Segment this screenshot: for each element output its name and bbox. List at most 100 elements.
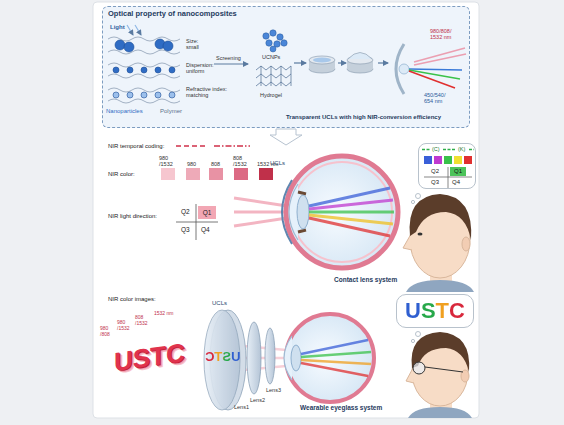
- quadrant-label: Q1: [454, 168, 462, 175]
- lens-molds: [309, 56, 335, 64]
- lens-stack: [265, 328, 275, 384]
- nir-input-rays: [234, 211, 284, 214]
- panel-heading: Optical property of nanocomposites: [108, 10, 237, 18]
- image-text: USTC: [405, 299, 465, 323]
- screening-arrow: [378, 62, 388, 63]
- ucnp-cluster: [270, 46, 276, 52]
- thought-dots: [411, 339, 414, 342]
- wavelength-label: 980 /1532: [159, 155, 177, 167]
- card: [102, 6, 470, 128]
- hydrogel-mesh: [261, 66, 291, 86]
- label-text: UCNPs: [262, 54, 280, 60]
- head-profile: [406, 280, 474, 292]
- color-square: [434, 156, 442, 164]
- quadrant-axes: [176, 222, 218, 223]
- part-label: UCLs: [212, 300, 227, 307]
- eyeball: [286, 314, 374, 402]
- quadrant-axis: [448, 167, 449, 188]
- label-text: Hydrogel: [260, 92, 282, 98]
- eyeball: [282, 156, 398, 268]
- lens-stack: [204, 310, 286, 410]
- quadrant-box: Q1: [450, 167, 466, 176]
- quadrant-label: Q4: [452, 179, 460, 186]
- light-rays: [135, 25, 141, 35]
- lens-molds: [313, 58, 331, 63]
- nanoparticles: [141, 67, 147, 73]
- code-label: (C): [432, 146, 440, 152]
- temporal-code: [214, 145, 250, 147]
- eyeball: [284, 314, 374, 402]
- nir-color-swatches: [161, 168, 273, 180]
- code-dash: [469, 149, 474, 150]
- quadrant-box: Q1: [198, 206, 216, 219]
- nir-color-swatches: [186, 168, 200, 180]
- nir-color-swatches: [161, 168, 175, 180]
- contact-lens-output: [399, 64, 409, 74]
- quadrant-label: Q3: [431, 179, 439, 186]
- polymer-chains: [108, 74, 180, 78]
- thought-bubble: USTC: [396, 294, 474, 328]
- nanoparticles: [169, 92, 175, 98]
- section-label: NIR color:: [108, 171, 135, 178]
- nir-input-rays: [234, 198, 287, 206]
- ucnp-cluster: [263, 33, 269, 39]
- section-label: NIR light direction:: [108, 213, 157, 220]
- eyeball: [301, 352, 371, 357]
- eyeball: [282, 180, 292, 244]
- label-text: Size: small: [186, 38, 208, 50]
- quadrant-label: Q4: [201, 226, 210, 233]
- panel-caption: Transparent UCLs with high NIR-conversio…: [286, 114, 441, 121]
- lens-molds: [309, 53, 373, 74]
- thought-dots: [416, 194, 421, 199]
- head-profile: [462, 237, 470, 251]
- part-label: UCLs: [270, 160, 285, 167]
- light-rays: [127, 25, 141, 35]
- temporal-code: [176, 145, 250, 147]
- head-profile: [418, 233, 423, 236]
- eyeball: [301, 340, 371, 376]
- nanoparticles: [113, 39, 175, 98]
- head-profile: [413, 362, 425, 374]
- head-profile: [403, 234, 412, 250]
- contact-lens-output: [396, 44, 466, 94]
- polymer-chains: [108, 37, 180, 103]
- head-profile: [406, 332, 472, 418]
- code-label: (K): [458, 146, 465, 152]
- eyeball: [309, 211, 394, 214]
- nir-input-rays: [234, 198, 287, 226]
- part-label: Lens1: [234, 404, 249, 410]
- contact-lens-output: [409, 69, 462, 70]
- head-profile: [425, 367, 463, 372]
- eyeball: [309, 188, 394, 236]
- wavelength-label: 450/540/ 654 nm: [424, 92, 450, 104]
- nir-color-swatches: [209, 168, 223, 180]
- color-square: [424, 156, 432, 164]
- system-caption: Wearable eyeglass system: [300, 404, 382, 411]
- wavelength-label: 1532 nm: [154, 311, 173, 317]
- ucnp-cluster: [263, 30, 287, 52]
- contact-lens-output: [409, 71, 455, 88]
- label-text: Dispersion: uniform: [186, 62, 220, 74]
- polymer-chains: [108, 88, 180, 92]
- code-dash: [422, 149, 430, 150]
- part-label: Lens2: [250, 397, 265, 403]
- wavelength-label: 980/808/ 1532 nm: [430, 28, 456, 40]
- nanoparticles: [127, 67, 133, 73]
- ucnp-cluster: [281, 40, 287, 46]
- nir-color-swatches: [234, 168, 248, 180]
- head-profile: [408, 407, 472, 418]
- light-label: Light: [110, 24, 125, 31]
- image-text: USTC: [205, 350, 240, 364]
- nanoparticles: [155, 92, 161, 98]
- hydrogel-mesh: [256, 66, 291, 86]
- card: [93, 2, 479, 418]
- light-rays: [127, 25, 133, 35]
- quadrant-axes: [196, 204, 197, 240]
- nanoparticles: [169, 67, 175, 73]
- color-square: [464, 156, 472, 164]
- label-text: Refractive index: matching: [186, 86, 236, 98]
- quadrant-label: Q2: [181, 208, 190, 215]
- eyeball: [301, 363, 368, 376]
